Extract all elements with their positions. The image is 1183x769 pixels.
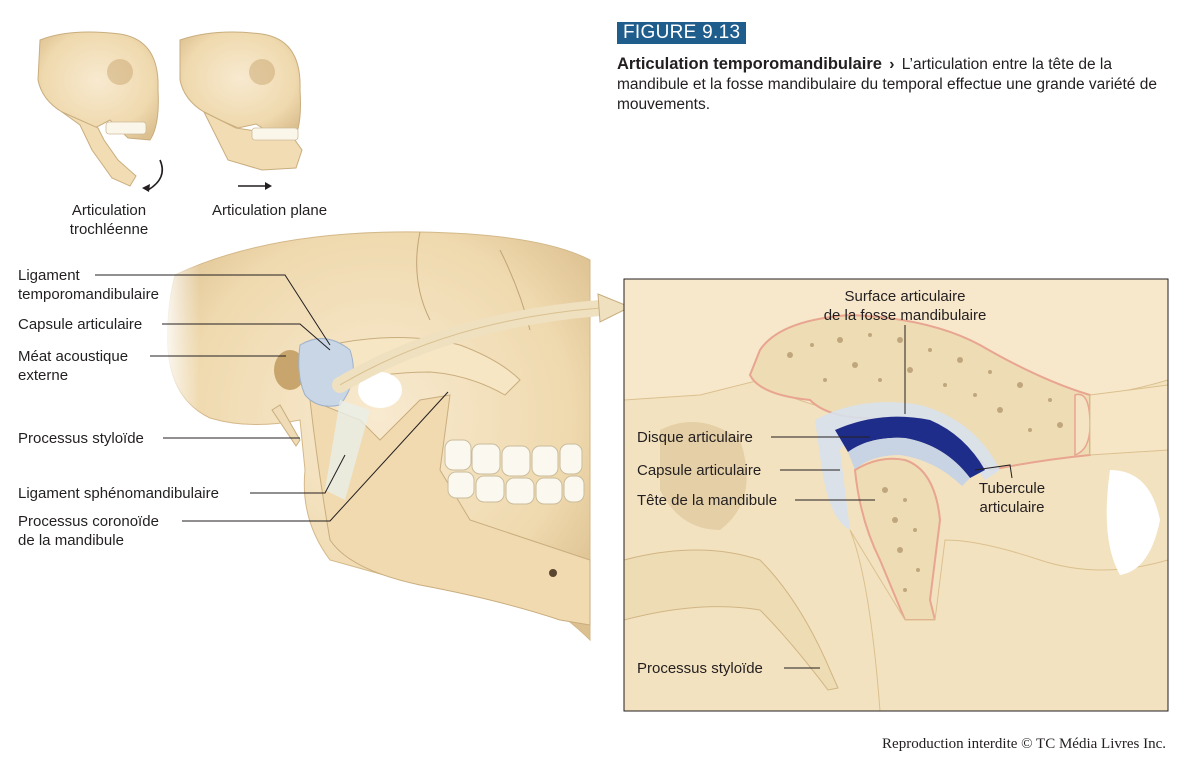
label-ligament-temporomandibulaire: Ligament temporomandibulaire	[18, 267, 159, 303]
main-skull	[160, 231, 591, 642]
gliding-joint-label: Articulation plane	[212, 202, 328, 219]
figure-title: Articulation temporomandibulaire	[617, 55, 882, 73]
label-meat-acoustique: Méat acoustique externe	[18, 348, 129, 384]
thumbnail-hinge-skull	[37, 31, 164, 192]
hinge-joint-label: Articulation trochléenne	[69, 202, 149, 238]
figure-description: L’articulation entre la tête de la mandi…	[617, 56, 1157, 113]
label-ligament-sphenomandibulaire: Ligament sphénomandibulaire	[18, 485, 219, 502]
thumbnail-gliding-skull	[179, 31, 303, 190]
figure-badge: FIGURE 9.13	[617, 22, 747, 44]
leader-lines	[95, 274, 1013, 669]
label-processus-coronoide: Processus coronoïde de la mandibule	[18, 513, 159, 549]
inset-detail	[623, 278, 1169, 712]
copyright-credit: Reproduction interdite © TC Média Livres…	[882, 736, 1166, 752]
zoom-arrow	[332, 293, 632, 393]
label-capsule-articulaire: Capsule articulaire	[18, 316, 143, 333]
label-disque-articulaire: Disque articulaire	[637, 429, 753, 446]
label-processus-styloide: Processus styloïde	[18, 430, 144, 447]
label-inset-capsule: Capsule articulaire	[637, 462, 762, 479]
caption-chevron: ›	[889, 56, 895, 73]
label-tete-mandibule: Tête de la mandibule	[637, 492, 778, 509]
label-surface-articulaire: Surface articulaire de la fosse mandibul…	[823, 288, 987, 324]
label-tubercule-articulaire: Tubercule articulaire	[978, 480, 1046, 516]
figure-caption: Articulation temporomandibulaire › L’art…	[617, 54, 1157, 115]
label-inset-styloide: Processus styloïde	[637, 660, 763, 677]
